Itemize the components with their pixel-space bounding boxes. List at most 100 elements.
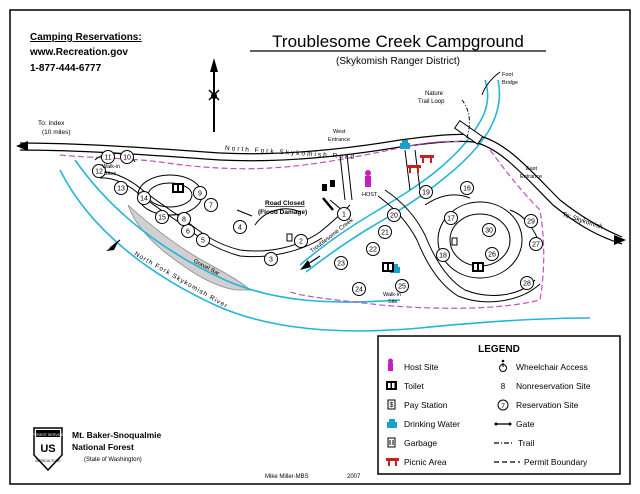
reservation-site-marker[interactable] (294, 234, 308, 248)
reservation-site-marker[interactable] (419, 185, 433, 199)
legend-item-label: Drinking Water (404, 419, 460, 429)
page-title: Troublesome Creek Campground (272, 32, 524, 51)
road-closed-pointer (236, 209, 253, 217)
reservation-site-marker[interactable] (482, 223, 496, 237)
site-number: 23 (337, 261, 345, 268)
site-number: 28 (523, 281, 531, 288)
river-flow-arrowhead-icon (106, 242, 118, 251)
garbage-icon (330, 180, 335, 187)
walk-in-site-label-2: Site (388, 299, 397, 305)
reservation-site-marker[interactable] (395, 279, 409, 293)
site-number: 8 (182, 217, 186, 224)
site-number: 24 (355, 287, 363, 294)
east-loops (377, 189, 541, 303)
west-entrance-label-1: West (333, 129, 346, 135)
garbage-icon (387, 437, 396, 448)
west-entrance-label-2: Entrance (328, 137, 350, 143)
svg-text:$: $ (390, 402, 394, 409)
reservation-site-marker[interactable] (101, 150, 115, 164)
reservation-site-marker[interactable] (387, 208, 401, 222)
reservation-site-marker[interactable] (334, 256, 348, 270)
legend-title: LEGEND (478, 344, 520, 355)
reservation-site-marker[interactable] (177, 212, 191, 226)
river (59, 159, 591, 332)
reservation-site-marker[interactable] (233, 220, 247, 234)
reservation-site-marker[interactable] (436, 248, 450, 262)
reservation-site-marker[interactable] (204, 198, 218, 212)
pay-station-icon (451, 237, 458, 246)
reservation-site-marker[interactable] (520, 276, 534, 290)
drinking-water-icon (390, 264, 400, 273)
creek-flow-arrowhead-icon (300, 260, 311, 270)
gravel-bar (127, 204, 251, 291)
reservation-site-marker[interactable] (137, 191, 151, 205)
reservation-site-marker[interactable] (485, 247, 499, 261)
foot-bridge-pointer (481, 71, 501, 96)
toilet-icon (472, 262, 484, 272)
reservations-url[interactable]: www.Recreation.gov (29, 47, 128, 58)
reservation-site-marker[interactable] (366, 242, 380, 256)
nature-trail (461, 99, 470, 141)
reservation-site-marker[interactable] (114, 181, 128, 195)
forest-name-1: Mt. Baker-Snoqualmie (72, 430, 162, 440)
to-index-distance-label: (10 miles) (42, 129, 71, 136)
site-number: 4 (238, 225, 242, 232)
host-icon (388, 358, 393, 371)
legend-item-label: Host Site (404, 362, 439, 372)
legend-item-label: Toilet (404, 381, 424, 391)
reservations-title: Camping Reservations: (30, 32, 142, 43)
walk-in-sites-label-1: Walk-in (102, 164, 120, 170)
reservation-site-marker[interactable] (444, 211, 458, 225)
reservation-site-marker[interactable] (460, 181, 474, 195)
site-number: 1 (342, 212, 346, 219)
reservation-site-marker[interactable] (524, 214, 538, 228)
site-number: 27 (532, 242, 540, 249)
site-number: 10 (123, 155, 131, 162)
reservation-site-marker[interactable] (155, 210, 169, 224)
forest-state: (State of Washington) (84, 457, 142, 463)
to-index-label: To: Index (38, 120, 65, 127)
gate-icon (494, 422, 512, 426)
reservation-site-marker[interactable] (196, 233, 210, 247)
pay-station-icon: $ (387, 399, 396, 410)
reservation-site-marker[interactable] (193, 186, 207, 200)
reservation-site-marker[interactable] (120, 150, 134, 164)
reservation-site-marker[interactable] (264, 252, 278, 266)
site-number: 14 (140, 196, 148, 203)
site-number: 6 (186, 229, 190, 236)
site-number: 20 (390, 213, 398, 220)
foot-bridge-label-1: Foot (502, 72, 513, 78)
road-closed-label-1: Road Closed (265, 200, 305, 207)
page-subtitle: (Skykomish Ranger District) (336, 56, 460, 67)
reservation-site-marker[interactable] (378, 225, 392, 239)
walk-in-site-label-1: Walk-in (383, 292, 401, 298)
svg-text:8: 8 (501, 382, 506, 391)
site-number: 22 (369, 247, 377, 254)
site-number: 25 (398, 284, 406, 291)
map-year: 2007 (347, 474, 361, 480)
reservation-site-marker[interactable] (352, 282, 366, 296)
pay-station-icon (286, 233, 293, 242)
shield-top-text: FOREST SERVICE (32, 433, 64, 437)
water-icon (387, 419, 397, 428)
svg-text:7: 7 (501, 403, 505, 410)
legend-item-label: Picnic Area (404, 457, 447, 467)
site-number: 13 (117, 186, 125, 193)
legend-item-label: Trail (518, 438, 534, 448)
reservation-site-marker[interactable] (337, 207, 351, 221)
legend-item-label: Pay Station (404, 400, 448, 410)
map-credit: Mike Miller-MBS (265, 474, 309, 480)
reservation-site-marker[interactable] (92, 164, 106, 178)
site-number: 16 (463, 186, 471, 193)
site-number: 12 (95, 169, 103, 176)
picnic-icon (386, 458, 399, 466)
reservation-icon: 7 (497, 399, 509, 411)
road-closed-label-2: (Flood Damage) (258, 209, 307, 216)
reservations-phone: 1-877-444-6777 (30, 63, 102, 74)
reservation-site-marker[interactable] (529, 237, 543, 251)
legend-item-label: Reservation Site (516, 400, 579, 410)
site-number: 18 (439, 253, 447, 260)
